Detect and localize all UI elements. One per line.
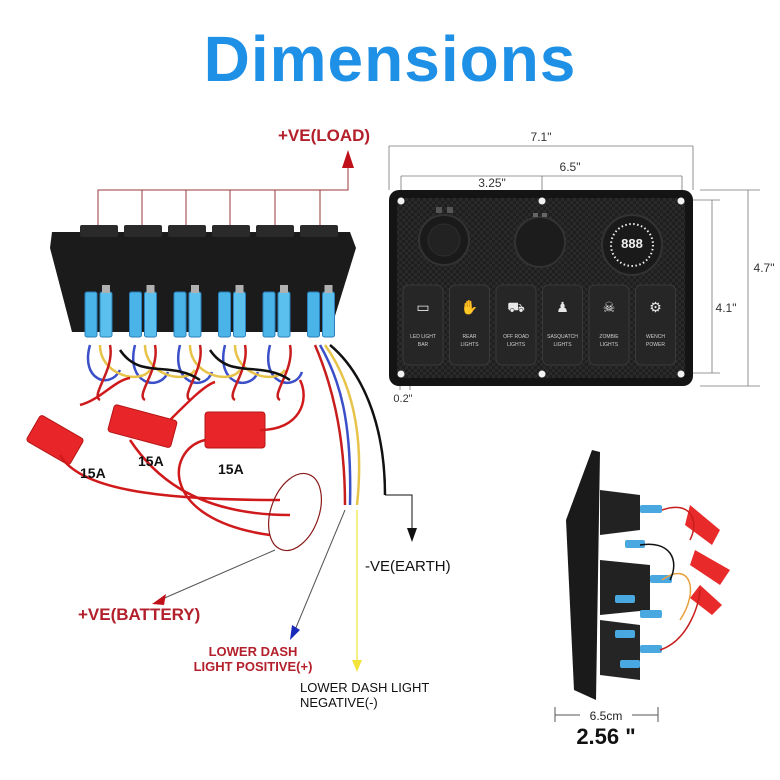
load-arrow-icon — [342, 150, 354, 168]
side-terminals — [615, 505, 672, 668]
dash-positive-label: LOWER DASH LIGHT POSITIVE(+) — [178, 644, 328, 674]
dim-half-width: 3.25" — [478, 176, 506, 190]
dash-positive-line-1: LOWER DASH — [208, 644, 298, 659]
usb-socket — [514, 213, 566, 268]
rocker-label: BAR — [418, 342, 429, 348]
rocker-switch[interactable]: ⛟ OFF ROAD LIGHTS — [495, 284, 537, 366]
switch-terminal-pair — [84, 285, 113, 338]
side-fuses — [685, 505, 730, 615]
rocker-label: OFF ROAD — [503, 334, 529, 340]
rocker-label: SASQUATCH — [547, 334, 578, 340]
rocker-switch[interactable]: ▭ LED LIGHT BAR — [402, 284, 444, 366]
winch-icon: ⚙ — [649, 299, 662, 315]
dash-negative-line-1: LOWER DASH LIGHT — [300, 680, 430, 695]
side-depth-imperial: 2.56 " — [576, 724, 635, 749]
dim-hole-height: 4.1" — [716, 301, 737, 315]
bigfoot-icon: ♟ — [556, 299, 569, 315]
hand-gesture-icon: ✋ — [461, 299, 478, 315]
fuse-holders — [26, 404, 266, 465]
mounting-holes — [397, 197, 685, 378]
rocker-switch[interactable]: ☠ ZOMBIE LIGHTS — [588, 284, 630, 366]
rocker-label: LIGHTS — [507, 342, 526, 348]
fuse-label-2: 15A — [138, 453, 164, 469]
fuse-label-1: 15A — [80, 465, 106, 481]
switch-terminal-pair — [307, 285, 335, 338]
fuse-holder-2 — [107, 404, 178, 448]
switch-terminal-pair — [129, 285, 157, 338]
side-panel-plate — [566, 450, 600, 700]
offroad-vehicle-icon: ⛟ — [507, 299, 525, 315]
fuse-holder-1 — [26, 415, 84, 465]
rocker-label: POWER — [646, 342, 665, 348]
dash-positive-arrow-icon — [290, 625, 300, 640]
rocker-label: LED LIGHT — [410, 334, 436, 340]
fuse-label-3: 15A — [218, 461, 244, 477]
rocker-label: LIGHTS — [460, 342, 479, 348]
blue-terminals — [84, 285, 335, 338]
side-depth-metric: 6.5cm — [590, 709, 623, 723]
dim-hole-width: 6.5" — [560, 160, 581, 174]
battery-label: +VE(BATTERY) — [78, 605, 201, 624]
page-title: Dimensions — [203, 23, 577, 95]
battery-arrow-icon — [152, 594, 166, 605]
battery-leads-circle — [268, 472, 322, 552]
dash-negative-arrow-icon — [352, 660, 362, 672]
load-label: +VE(LOAD) — [278, 126, 371, 145]
switch-terminal-pair — [218, 285, 246, 338]
dash-negative-label: LOWER DASH LIGHT NEGATIVE(-) — [300, 680, 429, 710]
rocker-switch[interactable]: ⚙ WENCH POWER — [635, 284, 676, 366]
dim-overall-height: 4.7" — [754, 261, 775, 275]
dim-overall-width: 7.1" — [531, 130, 552, 144]
dim-hole-offset: 0.2" — [393, 393, 412, 405]
rocker-label: ZOMBIE — [599, 334, 619, 340]
skull-icon: ☠ — [603, 299, 616, 315]
side-depth-dimension — [554, 707, 659, 722]
switch-housings — [80, 225, 338, 237]
fuse-wires — [58, 376, 305, 537]
rocker-label: LIGHTS — [553, 342, 572, 348]
switch-terminal-pair — [262, 285, 291, 338]
dash-negative-line-2: NEGATIVE(-) — [300, 695, 378, 710]
rocker-label: WENCH — [646, 334, 665, 340]
rocker-label: REAR — [463, 334, 477, 340]
cigarette-socket — [418, 207, 470, 266]
earth-arrow-icon — [407, 528, 417, 542]
wire-bundle — [86, 344, 387, 506]
voltmeter-display: 888 — [621, 236, 643, 251]
dash-positive-line-2: LIGHT POSITIVE(+) — [193, 659, 313, 674]
voltmeter — [601, 214, 663, 276]
rocker-label: LIGHTS — [600, 342, 619, 348]
dimension-lines — [388, 145, 760, 390]
rocker-switch[interactable]: ✋ REAR LIGHTS — [449, 284, 490, 366]
rocker-switch[interactable]: ♟ SASQUATCH LIGHTS — [542, 284, 583, 366]
switch-terminal-pair — [173, 285, 202, 338]
light-bar-icon: ▭ — [416, 299, 429, 315]
earth-label: -VE(EARTH) — [365, 558, 451, 575]
